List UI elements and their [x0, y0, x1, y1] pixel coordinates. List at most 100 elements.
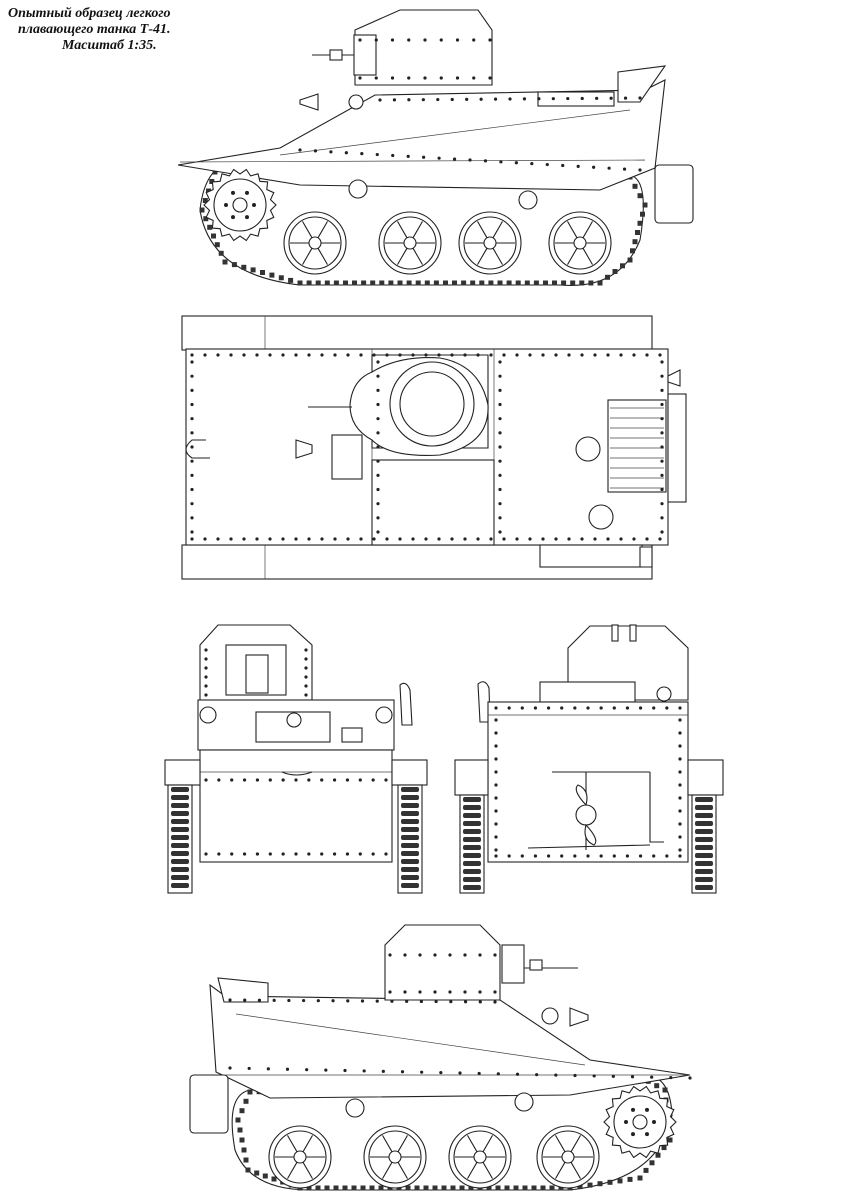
rivet	[561, 163, 565, 168]
rivet	[320, 353, 324, 357]
rivet	[242, 537, 246, 541]
rivet	[660, 417, 664, 421]
rivet	[190, 530, 194, 534]
return-roller	[518, 190, 538, 210]
rivet	[660, 473, 664, 477]
rivet	[433, 953, 437, 957]
turret	[384, 924, 501, 1001]
track-left-rear	[459, 794, 485, 894]
rivet	[360, 999, 365, 1003]
rivet	[448, 990, 452, 994]
rivet	[268, 778, 272, 782]
rivet	[229, 537, 233, 541]
rivet	[595, 96, 599, 100]
rivet	[458, 1071, 462, 1075]
rivet	[580, 353, 584, 357]
rivet	[638, 168, 642, 172]
rivet	[567, 353, 571, 357]
rivet	[375, 999, 379, 1003]
rivet	[502, 353, 506, 357]
rivet	[294, 778, 298, 782]
rivet	[678, 744, 682, 748]
rivet	[423, 76, 427, 80]
rivet	[403, 953, 407, 957]
rivet	[407, 38, 411, 42]
rivet	[483, 159, 488, 163]
rivet	[611, 1074, 615, 1078]
rivet	[580, 96, 584, 101]
rivet	[204, 657, 208, 661]
rivet	[204, 684, 208, 688]
rivet	[498, 473, 502, 477]
rivet	[498, 374, 502, 378]
rivet	[493, 1000, 497, 1004]
rivet	[660, 530, 664, 534]
rivet	[388, 953, 392, 957]
rivet	[374, 38, 378, 42]
rivet	[420, 1070, 424, 1074]
headlight	[569, 1007, 589, 1027]
rivet	[622, 167, 627, 171]
rivet	[463, 953, 467, 957]
rivet	[567, 537, 571, 541]
gun-sight	[329, 49, 343, 61]
rivet	[546, 706, 551, 710]
rivet	[307, 852, 311, 856]
rear-box	[654, 164, 694, 224]
rivet	[678, 757, 682, 761]
rivet	[533, 854, 538, 858]
rivet	[669, 1075, 673, 1080]
rivet	[541, 353, 545, 357]
rivet	[390, 999, 394, 1003]
exhaust	[217, 977, 269, 1003]
rivet	[346, 537, 350, 541]
track-right-rear	[691, 794, 717, 894]
rivet	[376, 360, 380, 364]
rivet	[554, 1073, 558, 1077]
rivet	[660, 516, 664, 520]
rivet	[203, 353, 207, 357]
rivet	[437, 537, 441, 541]
return-roller	[348, 179, 368, 199]
rivet	[599, 706, 603, 710]
road-wheels	[283, 211, 612, 275]
rivet	[472, 76, 476, 80]
rivet	[376, 374, 380, 378]
rivet	[498, 487, 502, 492]
rivet	[358, 38, 362, 42]
rivet	[405, 999, 409, 1003]
rivet	[204, 778, 208, 782]
rivet	[465, 97, 469, 101]
rivet	[346, 353, 350, 357]
rivet	[494, 822, 498, 826]
rivet	[678, 796, 682, 800]
rivet	[434, 999, 438, 1004]
rivet	[612, 706, 616, 710]
rivet	[229, 353, 233, 357]
rivet	[406, 154, 410, 158]
rivet	[376, 487, 380, 492]
rivet	[376, 530, 380, 534]
road-wheels	[268, 1125, 600, 1189]
rivet	[573, 706, 577, 710]
rivet	[678, 770, 682, 774]
caption-line-1: Опытный образец легкого	[8, 6, 171, 21]
rivet	[494, 835, 498, 839]
rivet	[499, 160, 503, 164]
rivet	[498, 431, 502, 435]
rivet	[422, 155, 426, 159]
rivet	[257, 998, 262, 1002]
rivet	[660, 431, 664, 435]
fender-left-rear	[454, 759, 489, 796]
rivet	[190, 502, 194, 506]
rivet	[530, 162, 534, 166]
rivet	[660, 360, 664, 364]
rivet	[541, 537, 545, 541]
rivet	[358, 852, 362, 856]
rivet	[537, 97, 541, 101]
rivet	[586, 706, 590, 710]
rivet	[190, 388, 194, 392]
driver-hatch	[371, 459, 495, 546]
rivet	[190, 417, 194, 421]
